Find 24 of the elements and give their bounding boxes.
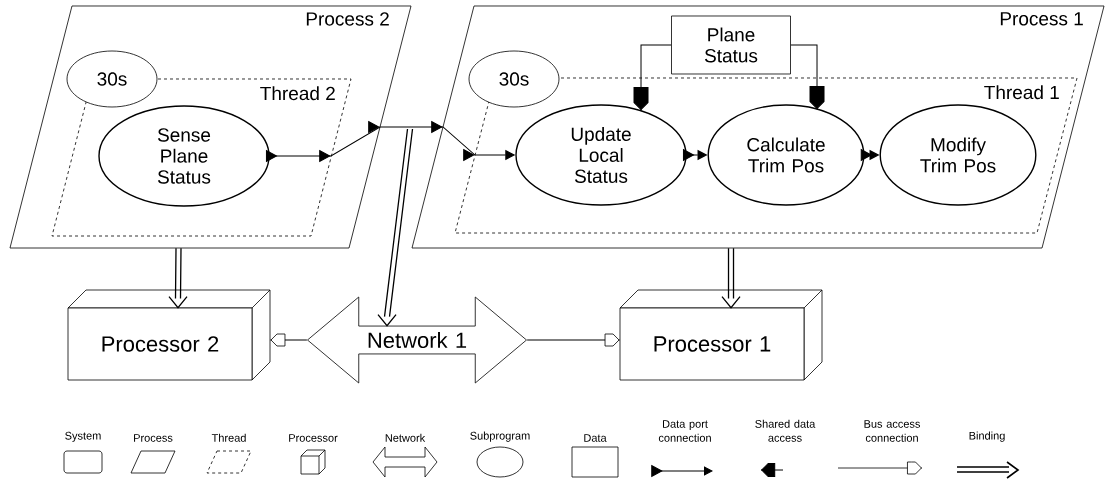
legend-label: Processor xyxy=(289,434,338,442)
bus-access-connector xyxy=(526,333,621,347)
binding-arrow xyxy=(168,247,188,309)
legend-label: Subprogram xyxy=(470,431,530,442)
processor-box: Processor 2 xyxy=(67,289,271,381)
data-port-arrow xyxy=(265,121,515,162)
shared-data-connector xyxy=(633,44,672,111)
processor-box: Processor 1 xyxy=(619,289,823,381)
legend-label: Process xyxy=(134,434,173,442)
legend-label: Network xyxy=(385,433,426,442)
legend-label: Shared data access xyxy=(755,419,816,442)
legend-label: Thread xyxy=(211,433,246,442)
bus-access-connector xyxy=(269,333,308,347)
binding-arrow xyxy=(377,128,414,327)
binding-arrow xyxy=(721,247,741,309)
shared-data-connector xyxy=(790,44,825,110)
legend-label: Data xyxy=(584,434,607,442)
data-port-arrow xyxy=(682,149,707,161)
legend-label: System xyxy=(65,431,101,442)
data-port-arrow xyxy=(860,149,879,161)
data-box: Plane Status xyxy=(671,15,791,75)
legend-label: Data port connection xyxy=(658,420,711,442)
legend-label: Bus access connection xyxy=(864,420,921,442)
legend-label: Binding xyxy=(969,431,1005,442)
